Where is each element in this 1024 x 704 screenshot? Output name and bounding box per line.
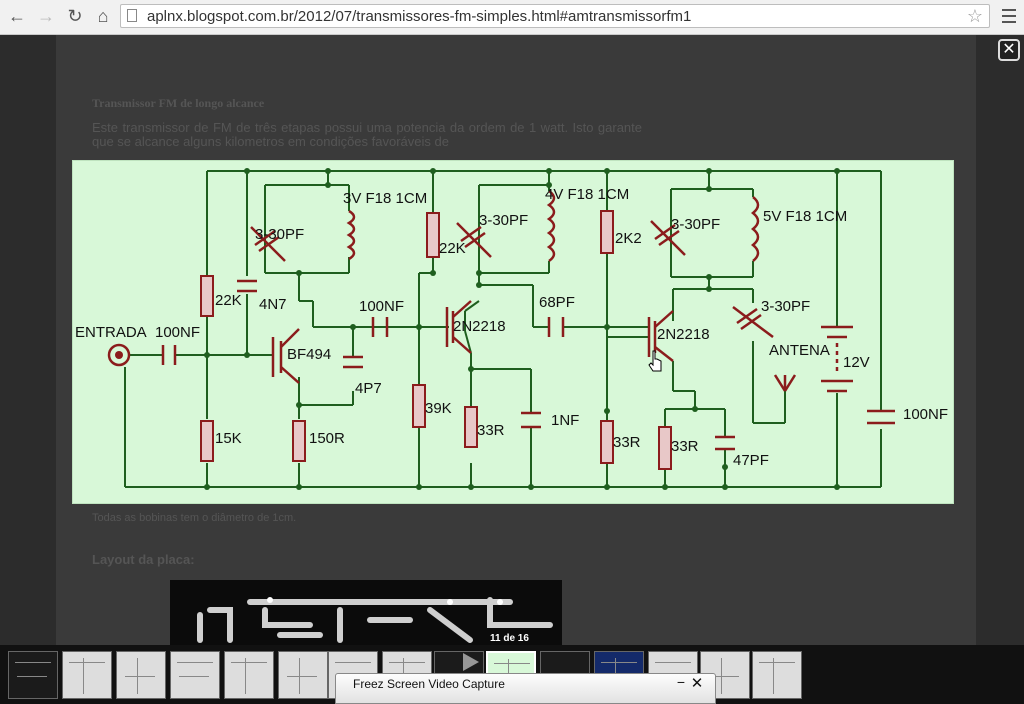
minimize-icon[interactable]: − — [676, 674, 686, 690]
address-bar[interactable]: aplnx.blogspot.com.br/2012/07/transmisso… — [120, 4, 990, 28]
browser-toolbar: ← → ↻ ⌂ aplnx.blogspot.com.br/2012/07/tr… — [0, 0, 1024, 35]
resistor-r4 — [426, 212, 440, 258]
label-r2: 15K — [215, 430, 242, 447]
menu-icon[interactable] — [1000, 5, 1018, 27]
label-r3: 150R — [309, 430, 345, 447]
label-l1: 3V F18 1CM — [343, 190, 427, 207]
article-title: Transmissor FM de longo alcance — [92, 96, 265, 110]
label-c1: 4N7 — [259, 296, 287, 313]
capture-window[interactable]: Freez Screen Video Capture − ✕ — [335, 673, 716, 704]
label-entrada: ENTRADA — [75, 324, 147, 341]
close-icon[interactable]: ✕ — [690, 675, 704, 692]
thumbnail[interactable] — [62, 651, 112, 699]
label-q1: BF494 — [287, 346, 331, 363]
label-c5: 68PF — [539, 294, 575, 311]
label-l2: 4V F18 1CM — [545, 186, 629, 203]
label-12v: 12V — [843, 354, 870, 371]
schematic-image: ENTRADA 100NF 22K 15K 4N7 BF494 3-30PF 3… — [72, 160, 954, 504]
label-r4: 22K — [439, 240, 466, 257]
resistor-r9 — [658, 426, 672, 470]
forward-icon[interactable]: → — [37, 6, 55, 26]
label-c3: 100NF — [359, 298, 404, 315]
thumbnail[interactable] — [116, 651, 166, 699]
label-r8: 33R — [613, 434, 641, 451]
thumbnail[interactable] — [752, 651, 802, 699]
label-c4: 1NF — [551, 412, 579, 429]
label-c2: 4P7 — [355, 380, 382, 397]
thumbnail[interactable] — [278, 651, 328, 699]
article-paragraph: Este transmissor de FM de três etapas po… — [92, 121, 642, 149]
resistor-r3 — [292, 420, 306, 462]
label-tc1: 3-30PF — [255, 226, 304, 243]
layout-heading: Layout da placa: — [92, 552, 195, 567]
label-r5: 39K — [425, 400, 452, 417]
label-q2: 2N2218 — [453, 318, 506, 335]
article-caption: Todas as bobinas tem o diâmetro de 1cm. — [92, 512, 297, 524]
label-tc4: 3-30PF — [761, 298, 810, 315]
resistor-r8 — [600, 420, 614, 464]
play-icon[interactable] — [463, 653, 479, 671]
label-r9: 33R — [671, 438, 699, 455]
thumbnail[interactable] — [8, 651, 58, 699]
label-r1: 22K — [215, 292, 242, 309]
resistor-r5 — [412, 384, 426, 428]
label-c-in: 100NF — [155, 324, 200, 341]
gallery-counter: 11 de 16 — [490, 633, 529, 644]
resistor-r2 — [200, 420, 214, 462]
label-tc2: 3-30PF — [479, 212, 528, 229]
thumbnail[interactable] — [224, 651, 274, 699]
label-r6: 33R — [477, 422, 505, 439]
home-icon[interactable]: ⌂ — [97, 6, 109, 26]
label-tc3: 3-30PF — [671, 216, 720, 233]
page-icon — [127, 9, 137, 22]
label-r7: 2K2 — [615, 230, 642, 247]
capture-window-title: Freez Screen Video Capture — [353, 677, 505, 691]
hand-cursor-icon — [648, 350, 662, 372]
resistor-r7 — [600, 210, 614, 254]
label-c7: 100NF — [903, 406, 948, 423]
label-q3: 2N2218 — [657, 326, 710, 343]
lightbox-close-button[interactable]: ✕ — [998, 39, 1020, 61]
resistor-r6 — [464, 406, 478, 448]
reload-icon[interactable]: ↻ — [67, 6, 83, 26]
thumbnail[interactable] — [170, 651, 220, 699]
resistor-r1 — [200, 275, 214, 317]
label-c6: 47PF — [733, 452, 769, 469]
pcb-traces — [197, 597, 553, 643]
article-body: Transmissor FM de longo alcance Este tra… — [92, 96, 642, 149]
pcb-layout-image — [170, 580, 562, 650]
label-antena: ANTENA — [769, 342, 830, 359]
bookmark-star-icon[interactable]: ☆ — [966, 6, 983, 26]
back-icon[interactable]: ← — [8, 6, 26, 26]
label-l3: 5V F18 1CM — [763, 208, 847, 225]
url-text: aplnx.blogspot.com.br/2012/07/transmisso… — [147, 8, 692, 25]
fm-transmitter-schematic: ENTRADA 100NF 22K 15K 4N7 BF494 3-30PF 3… — [75, 168, 948, 490]
